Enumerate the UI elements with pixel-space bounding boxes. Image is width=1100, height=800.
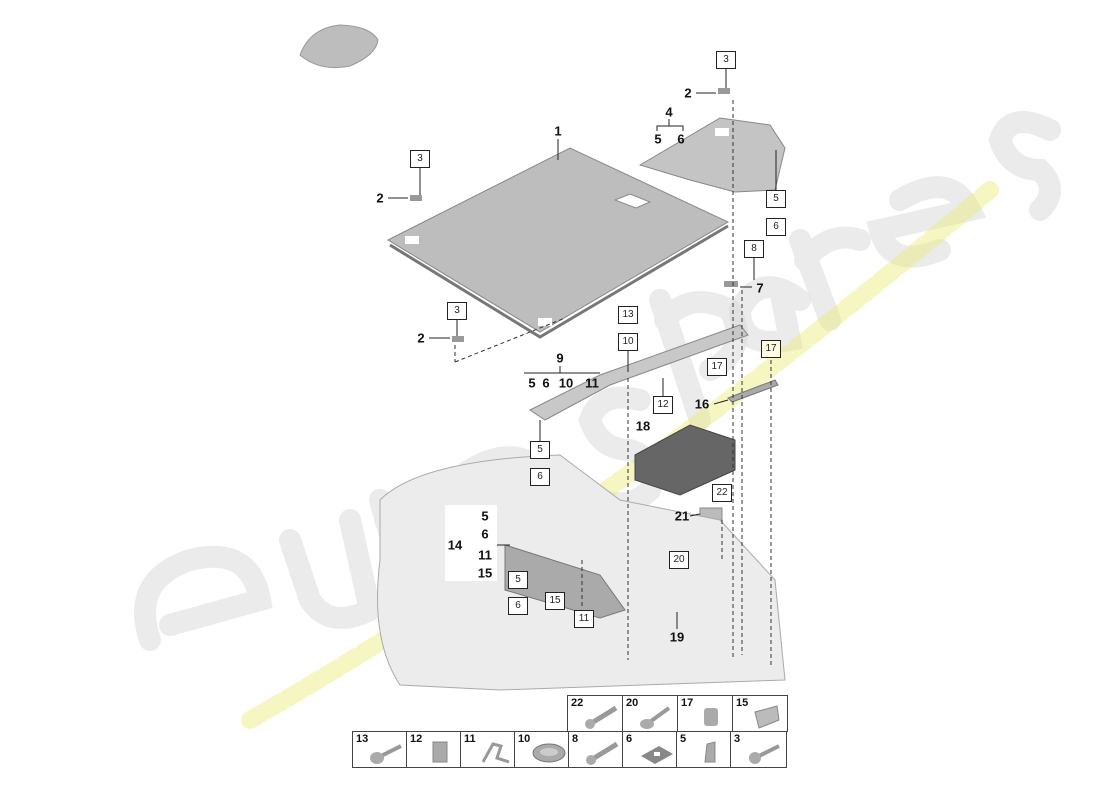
car-thumbnail-icon: [299, 24, 379, 69]
boxed-callout-3: 3: [447, 302, 467, 320]
callout-16: 16: [694, 396, 710, 412]
boxed-callout-6: 6: [766, 218, 786, 236]
screw-icon: [640, 706, 671, 729]
legend-label: 11: [464, 733, 476, 745]
screw-icon: [749, 744, 780, 764]
legend-cell: 12: [406, 731, 461, 768]
legend-label: 3: [734, 733, 741, 745]
boxed-callout-6: 6: [508, 597, 528, 615]
cable-clip-icon: [481, 742, 510, 764]
screw-icon: [370, 744, 402, 764]
boxed-callout-6: 6: [530, 468, 550, 486]
callout-9-sub-5: 5: [528, 375, 536, 391]
legend-cell: 6: [622, 731, 677, 768]
legend-label: 15: [736, 697, 749, 709]
cross-rail: [529, 324, 749, 421]
legend-cell: 5: [676, 731, 731, 768]
callout-9-sub-11: 11: [585, 375, 599, 391]
callout-9-sub-6: 6: [542, 375, 550, 391]
tool-tray: [634, 424, 736, 496]
boxed-callout-17: 17: [761, 340, 781, 358]
boxed-callout-12: 12: [653, 396, 673, 414]
callout-14-sub-15: 15: [477, 565, 493, 581]
legend-cell: 22: [567, 695, 623, 732]
callout-1: 1: [554, 123, 562, 139]
legend-cell: 17: [677, 695, 733, 732]
boxed-callout-17: 17: [707, 358, 727, 376]
boxed-callout-5: 5: [508, 571, 528, 589]
legend-label: 12: [410, 733, 423, 745]
boxed-callout-11: 11: [574, 610, 594, 628]
legend-label: 13: [356, 733, 369, 745]
boxed-callout-20: 20: [669, 551, 689, 569]
luggage-floor-panel: [386, 147, 730, 333]
callout-4: 4: [665, 104, 673, 120]
callout-4-sub-5: 5: [654, 131, 662, 147]
boxed-callout-13: 13: [618, 306, 638, 324]
callout-14-sub-5: 5: [481, 508, 489, 524]
legend-cell: 8: [568, 731, 623, 768]
legend-label: 17: [681, 697, 694, 709]
boxed-callout-5: 5: [530, 441, 550, 459]
grommet-icon: [754, 705, 780, 729]
side-trim-panel: [638, 117, 786, 193]
legend-cell: 3: [730, 731, 787, 768]
callout-2: 2: [684, 85, 692, 101]
nut-insert-icon: [704, 708, 718, 726]
legend-label: 5: [680, 733, 687, 745]
callout-19: 19: [669, 629, 685, 645]
legend-cell: 13: [352, 731, 407, 768]
boxed-callout-5: 5: [766, 190, 786, 208]
legend-label: 6: [626, 733, 633, 745]
grommet-ring-icon: [532, 743, 566, 763]
pad-icon: [641, 746, 673, 764]
callout-9-sub-10: 10: [558, 375, 574, 391]
boxed-callout-3: 3: [410, 150, 430, 168]
boxed-callout-10: 10: [618, 333, 638, 351]
legend-label: 22: [571, 697, 584, 709]
boxed-callout-22: 22: [712, 484, 732, 502]
watermark-tagline-graphic: [241, 181, 999, 729]
callout-7: 7: [756, 280, 764, 296]
callout-14-sub-11: 11: [478, 547, 492, 563]
bolt-icon: [586, 741, 619, 765]
legend-cell: 11: [460, 731, 515, 768]
strip-16: [727, 379, 779, 403]
bolt-icon: [585, 705, 618, 729]
boxed-callout-3: 3: [716, 51, 736, 69]
legend-cell: 20: [622, 695, 678, 732]
callout-14-panel: [445, 505, 497, 581]
legend-label: 10: [518, 733, 531, 745]
callout-2: 2: [417, 330, 425, 346]
callout-14-sub-6: 6: [481, 526, 489, 542]
legend-label: 8: [572, 733, 579, 745]
legend-cell: 10: [514, 731, 569, 768]
legend-cell: 15: [732, 695, 788, 732]
legend-label: 20: [626, 697, 639, 709]
callout-4-sub-6: 6: [677, 131, 685, 147]
clip-nut-icon: [432, 741, 448, 763]
clip-icon: [704, 741, 716, 763]
callout-2: 2: [376, 190, 384, 206]
boxed-callout-15: 15: [545, 592, 565, 610]
boxed-callout-8: 8: [744, 240, 764, 258]
callout-18: 18: [635, 418, 651, 434]
callout-14: 14: [447, 537, 463, 553]
callout-9: 9: [556, 350, 564, 366]
callout-21: 21: [674, 508, 690, 524]
